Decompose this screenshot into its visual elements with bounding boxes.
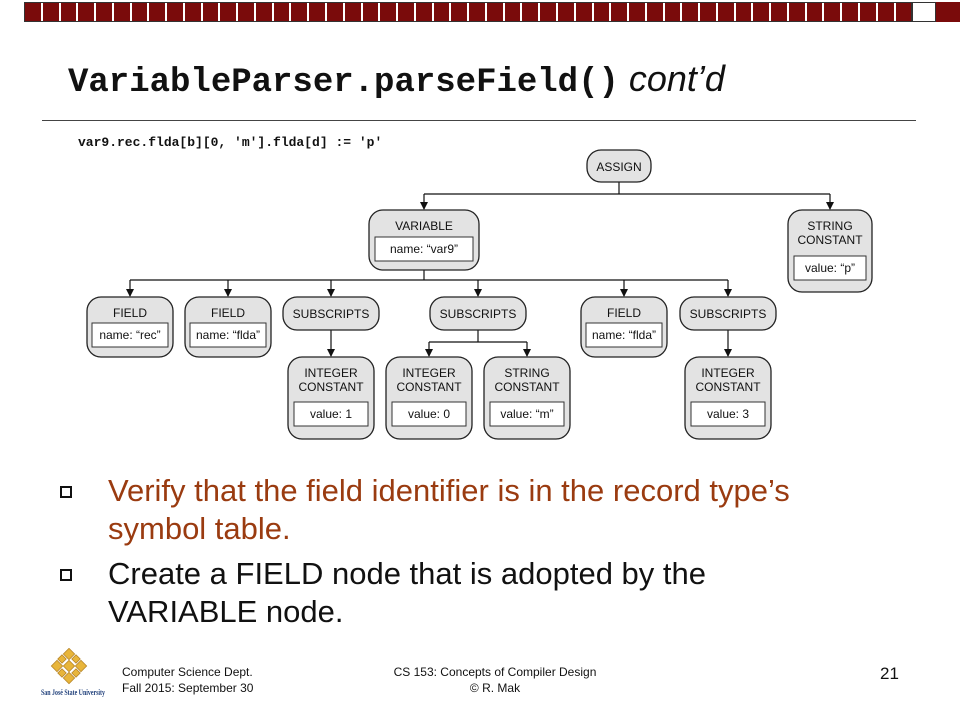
node-subscripts-2: SUBSCRIPTS — [429, 296, 527, 331]
parse-tree-diagram: ASSIGN VARIABLE name: “var9” STRING CONS… — [86, 149, 873, 440]
node-integer-constant-0-value: value: 0 — [408, 407, 450, 421]
node-field-flda-2-value: name: “flda” — [592, 328, 656, 342]
node-subscripts-2-label: SUBSCRIPTS — [440, 307, 517, 321]
node-field-flda-1-value: name: “flda” — [196, 328, 260, 342]
footer-dept: Computer Science Dept. — [122, 665, 253, 679]
bullet-text: Create a FIELD node that is adopted by t… — [108, 556, 706, 629]
node-assign-label: ASSIGN — [596, 160, 641, 174]
node-integer-constant-1-line1: INTEGER — [304, 366, 358, 380]
square-bullet-icon — [60, 486, 72, 498]
page-number: 21 — [880, 664, 899, 683]
footer-course: CS 153: Concepts of Compiler Design — [393, 665, 597, 679]
node-string-constant-p-line1: STRING — [807, 219, 852, 233]
node-field-flda-2-label: FIELD — [607, 306, 641, 320]
node-integer-constant-3: INTEGER CONSTANT value: 3 — [684, 356, 772, 440]
header-bar — [24, 2, 912, 22]
node-variable-label: VARIABLE — [395, 219, 453, 233]
code-statement: var9.rec.flda[b][0, 'm'].flda[d] := 'p' — [78, 135, 383, 150]
title-code: VariableParser.parseField() — [68, 64, 619, 102]
footer-term: Fall 2015: September 30 — [122, 681, 254, 695]
node-string-constant-m-line2: CONSTANT — [494, 380, 560, 394]
node-field-rec: FIELD name: “rec” — [86, 296, 174, 358]
node-string-constant-m: STRING CONSTANT value: “m” — [483, 356, 571, 440]
node-string-constant-p-value: value: “p” — [805, 261, 855, 275]
sjsu-logo: San José State University — [41, 648, 105, 697]
node-field-flda-2: FIELD name: “flda” — [580, 296, 668, 358]
footer-author: © R. Mak — [469, 681, 521, 695]
square-bullet-icon — [60, 569, 72, 581]
node-field-rec-value: name: “rec” — [99, 328, 160, 342]
node-integer-constant-3-value: value: 3 — [707, 407, 749, 421]
node-integer-constant-0: INTEGER CONSTANT value: 0 — [385, 356, 473, 440]
node-integer-constant-0-line2: CONSTANT — [396, 380, 462, 394]
title-divider — [42, 120, 916, 121]
node-integer-constant-3-line2: CONSTANT — [695, 380, 761, 394]
footer-left: Computer Science Dept. Fall 2015: Septem… — [122, 664, 253, 696]
bullet-item: Verify that the field identifier is in t… — [56, 472, 856, 548]
node-string-constant-m-line1: STRING — [504, 366, 549, 380]
title-suffix: cont’d — [628, 58, 725, 99]
node-variable-value: name: “var9” — [390, 242, 458, 256]
node-field-flda-1: FIELD name: “flda” — [184, 296, 272, 358]
tree-edges — [126, 182, 834, 357]
header-corner-box — [912, 2, 936, 22]
bullet-list: Verify that the field identifier is in t… — [56, 472, 856, 638]
bullet-text: Verify that the field identifier is in t… — [108, 473, 790, 546]
footer-center: CS 153: Concepts of Compiler Design © R.… — [380, 664, 610, 696]
node-integer-constant-1: INTEGER CONSTANT value: 1 — [287, 356, 375, 440]
node-field-flda-1-label: FIELD — [211, 306, 245, 320]
node-integer-constant-3-line1: INTEGER — [701, 366, 755, 380]
node-string-constant-m-value: value: “m” — [500, 407, 553, 421]
node-subscripts-1: SUBSCRIPTS — [282, 296, 380, 331]
node-string-constant-p: STRING CONSTANT value: “p” — [787, 209, 873, 293]
node-assign: ASSIGN — [586, 149, 652, 183]
node-string-constant-p-line2: CONSTANT — [797, 233, 863, 247]
node-variable: VARIABLE name: “var9” — [368, 209, 480, 271]
node-subscripts-3: SUBSCRIPTS — [679, 296, 777, 331]
node-field-rec-label: FIELD — [113, 306, 147, 320]
slide-title: VariableParser.parseField()cont’d — [68, 58, 928, 108]
node-subscripts-3-label: SUBSCRIPTS — [690, 307, 767, 321]
bullet-item: Create a FIELD node that is adopted by t… — [56, 555, 856, 631]
node-integer-constant-1-value: value: 1 — [310, 407, 352, 421]
node-integer-constant-0-line1: INTEGER — [402, 366, 456, 380]
header-corner-fill — [936, 2, 960, 22]
node-subscripts-1-label: SUBSCRIPTS — [293, 307, 370, 321]
node-integer-constant-1-line2: CONSTANT — [298, 380, 364, 394]
logo-text: San José State University — [41, 688, 105, 697]
